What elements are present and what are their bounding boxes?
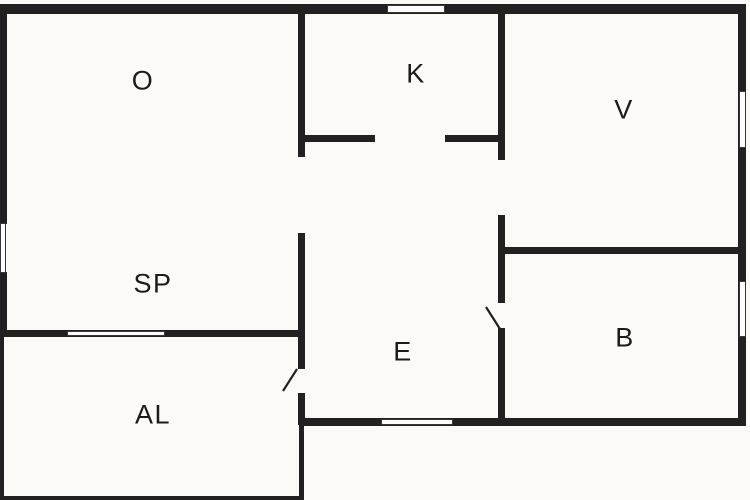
- wall-divider-v-b: [498, 247, 746, 254]
- wall-al-bottom: [0, 496, 303, 500]
- wall-divider-e-v: [498, 215, 505, 303]
- wall-divider-o-k: [298, 14, 305, 157]
- door-al-e-swing: [282, 368, 298, 392]
- wall-exterior-left-mid: [0, 272, 7, 337]
- room-label-b: B: [615, 322, 635, 353]
- room-label-sp: SP: [133, 268, 173, 299]
- room-label-al: AL: [134, 399, 172, 430]
- wall-exterior-top: [0, 4, 746, 14]
- window-right-b: [739, 281, 746, 337]
- wall-k-bottom-right-stub: [445, 135, 505, 142]
- wall-al-right-lower: [299, 425, 304, 500]
- window-bottom-e: [381, 419, 453, 425]
- wall-divider-sp-e: [298, 233, 305, 369]
- window-sp-al: [67, 331, 165, 336]
- wall-exterior-left-al: [0, 337, 4, 500]
- room-label-o: O: [131, 65, 155, 96]
- room-label-v: V: [614, 94, 634, 125]
- wall-divider-k-v: [498, 14, 505, 160]
- room-label-k: K: [406, 58, 426, 89]
- window-left-sp: [0, 223, 6, 273]
- wall-exterior-bottom-main: [300, 418, 746, 426]
- wall-exterior-right: [738, 4, 746, 426]
- window-top-k: [387, 5, 445, 13]
- door-e-b-swing: [485, 306, 501, 330]
- window-right-v: [739, 91, 746, 148]
- wall-exterior-left-upper: [0, 4, 7, 224]
- wall-divider-al-e-lower: [298, 393, 305, 425]
- wall-k-bottom-left-stub: [298, 135, 375, 142]
- wall-divider-e-b-lower: [498, 328, 505, 425]
- room-label-e: E: [393, 336, 413, 367]
